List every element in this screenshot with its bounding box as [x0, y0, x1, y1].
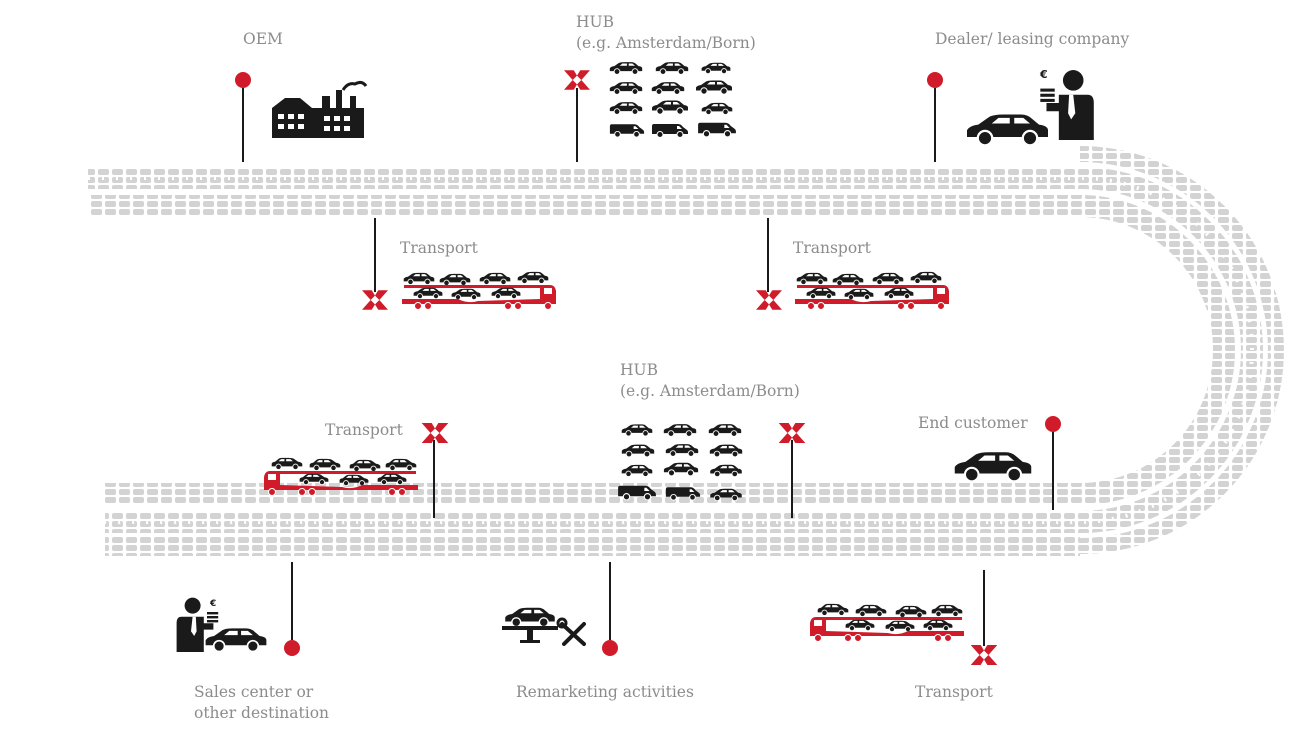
- transport-top-left-truck-icon: [402, 272, 556, 310]
- hub-bottom-stop: [617, 423, 806, 518]
- transport-bottom-left-truck-icon: [264, 458, 418, 496]
- transport-bottom-right-truck-icon: [810, 604, 964, 642]
- hub-top-brand-x-icon: [564, 70, 590, 90]
- businessman-icon: [1040, 70, 1094, 140]
- hub-top-label: HUB (e.g. Amsterdam/Born): [576, 12, 756, 54]
- remarketing-stop: [502, 562, 618, 656]
- sales-center-pin-icon: [284, 640, 300, 656]
- sales-center-stop: €: [176, 562, 300, 656]
- hub-bottom-subtitle: (e.g. Amsterdam/Born): [620, 382, 800, 400]
- oem-pin-icon: [235, 72, 251, 88]
- sales-euro-icon: €: [209, 599, 216, 609]
- factory-icon: [272, 80, 368, 138]
- transport-bottom-right-stop: [810, 570, 998, 665]
- dealer-pin-icon: [927, 72, 943, 88]
- hub-top-title: HUB: [576, 13, 614, 31]
- hub-top-cars-icon: [609, 61, 737, 138]
- remarketing-pin-icon: [602, 640, 618, 656]
- end-customer-stop: [953, 416, 1061, 510]
- transport-bottom-right-label: Transport: [915, 683, 993, 701]
- sales-center-label: Sales center or other destination: [194, 682, 329, 724]
- transport-bottom-left-stop: [264, 423, 449, 518]
- transport-top-left-brand-x-icon: [362, 290, 388, 310]
- oem-label: OEM: [243, 30, 283, 48]
- hub-bottom-label: HUB (e.g. Amsterdam/Born): [620, 360, 800, 402]
- dealer-stop: €: [927, 68, 1094, 162]
- transport-top-right-label: Transport: [793, 239, 871, 257]
- transport-bottom-right-brand-x-icon: [970, 645, 998, 665]
- end-customer-pin-icon: [1045, 416, 1061, 432]
- sales-center-line1: Sales center or: [194, 683, 314, 701]
- sales-car-icon: [204, 627, 268, 652]
- car-lift-icon: [502, 607, 558, 643]
- transport-top-left-stop: [362, 218, 556, 310]
- dealer-label: Dealer/ leasing company: [935, 30, 1130, 48]
- hub-top-stop: [564, 61, 737, 162]
- hub-top-subtitle: (e.g. Amsterdam/Born): [576, 34, 756, 52]
- transport-bottom-left-label: Transport: [325, 421, 403, 439]
- transport-top-right-stop: [756, 218, 949, 310]
- transport-top-right-brand-x-icon: [756, 290, 782, 310]
- oem-stop: [235, 72, 368, 162]
- wrench-screwdriver-icon: [556, 617, 586, 646]
- hub-bottom-title: HUB: [620, 361, 658, 379]
- end-customer-car-icon: [953, 451, 1033, 482]
- sales-center-line2: other destination: [194, 704, 330, 722]
- end-customer-label: End customer: [918, 414, 1028, 432]
- tire-track: [88, 146, 1284, 556]
- transport-top-right-truck-icon: [795, 272, 949, 310]
- transport-top-left-label: Transport: [400, 239, 478, 257]
- hub-bottom-cars-icon: [617, 423, 743, 501]
- euro-icon: €: [1039, 68, 1048, 81]
- dealer-car-icon: [965, 113, 1050, 146]
- remarketing-label: Remarketing activities: [516, 683, 694, 701]
